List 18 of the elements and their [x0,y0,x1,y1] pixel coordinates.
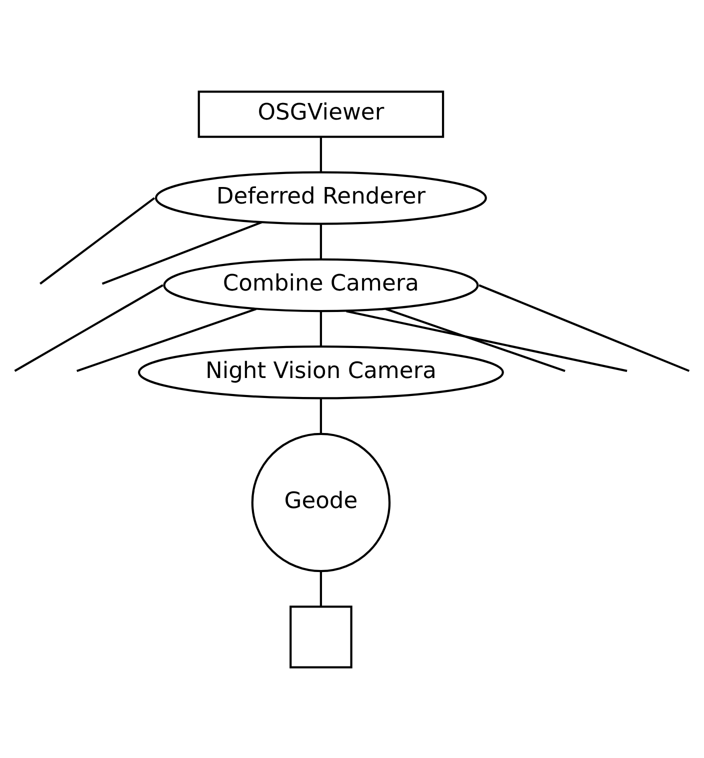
connector [320,311,322,346]
connector [320,136,322,172]
connector [40,196,156,284]
node-circle: Geode [251,432,391,572]
connector [320,398,322,433]
node-ellipse: Deferred Renderer [154,170,487,224]
connector [76,308,256,372]
connector [346,310,628,372]
connector [102,220,262,284]
connector [320,571,322,606]
node-box: OSGViewer [198,90,444,138]
node-box [290,605,352,668]
connector [14,284,164,372]
connector [478,284,690,372]
node-ellipse: Combine Camera [163,258,479,312]
node-ellipse: Night Vision Camera [138,345,504,399]
connector [320,224,322,258]
connector [385,308,566,372]
